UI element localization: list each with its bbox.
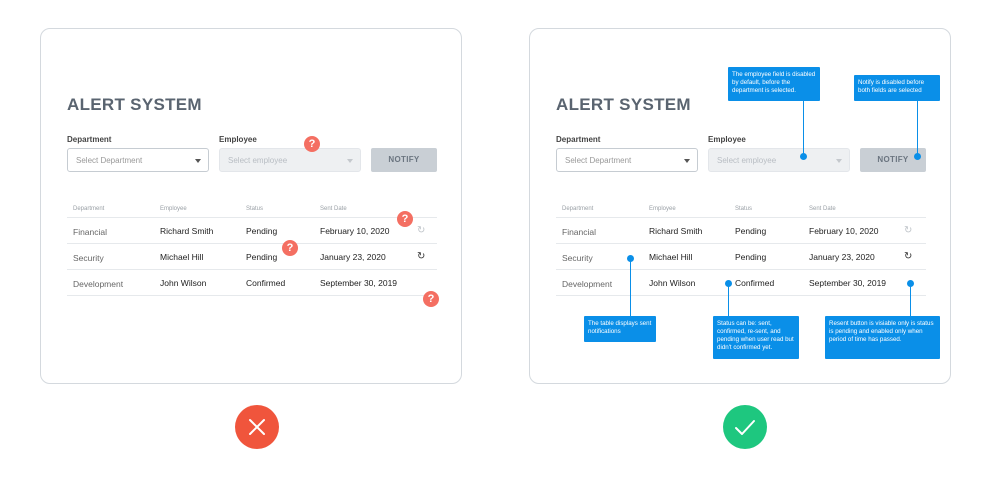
callout-dot bbox=[914, 153, 921, 160]
col-header-department: Department bbox=[562, 206, 594, 212]
col-header-status: Status bbox=[735, 206, 753, 212]
col-header-department: Department bbox=[73, 206, 105, 212]
row-1-status: Pending bbox=[735, 226, 767, 236]
row-3-sent-date: September 30, 2019 bbox=[320, 278, 398, 288]
row-2-status: Pending bbox=[246, 252, 278, 262]
row-2-status: Pending bbox=[735, 252, 767, 262]
department-placeholder: Select Department bbox=[76, 156, 143, 165]
callout-table-purpose: The table displays sent notifications bbox=[584, 316, 656, 342]
panel-without-annotations: ALERT SYSTEM Department Select Departmen… bbox=[40, 28, 462, 384]
callout-connector bbox=[803, 101, 804, 156]
divider bbox=[556, 243, 926, 244]
row-3-department: Development bbox=[73, 279, 124, 289]
employee-label: Employee bbox=[708, 135, 746, 144]
employee-placeholder: Select employee bbox=[717, 156, 777, 165]
row-3-employee: John Wilson bbox=[160, 278, 207, 288]
callout-resend-rule: Resent button is visiable only is status… bbox=[825, 316, 940, 359]
employee-label: Employee bbox=[219, 135, 257, 144]
department-placeholder: Select Department bbox=[565, 156, 632, 165]
row-3-sent-date: September 30, 2019 bbox=[809, 278, 887, 288]
department-label: Department bbox=[67, 135, 112, 144]
col-header-employee: Employee bbox=[160, 206, 187, 212]
department-select[interactable]: Select Department bbox=[556, 148, 698, 172]
question-mark-icon: ? bbox=[397, 211, 413, 227]
chevron-down-icon bbox=[836, 159, 842, 163]
callout-dot bbox=[800, 153, 807, 160]
employee-select[interactable]: Select employee bbox=[708, 148, 850, 172]
row-3-status: Confirmed bbox=[735, 278, 775, 288]
row-2-employee: Michael Hill bbox=[649, 252, 693, 262]
row-1-employee: Richard Smith bbox=[160, 226, 214, 236]
notify-button[interactable]: NOTIFY bbox=[860, 148, 926, 172]
divider bbox=[67, 269, 437, 270]
employee-select[interactable]: Select employee bbox=[219, 148, 361, 172]
refresh-icon[interactable]: ↻ bbox=[417, 225, 426, 236]
callout-connector bbox=[728, 284, 729, 316]
department-label: Department bbox=[556, 135, 601, 144]
callout-dot bbox=[627, 255, 634, 262]
panel-with-annotations: ALERT SYSTEM Department Select Departmen… bbox=[529, 28, 951, 384]
employee-placeholder: Select employee bbox=[228, 156, 288, 165]
row-2-department: Security bbox=[73, 253, 104, 263]
row-2-sent-date: January 23, 2020 bbox=[320, 252, 386, 262]
callout-connector bbox=[630, 259, 631, 316]
chevron-down-icon bbox=[347, 159, 353, 163]
page-title: ALERT SYSTEM bbox=[67, 95, 202, 114]
row-3-department: Development bbox=[562, 279, 613, 289]
notify-button[interactable]: NOTIFY bbox=[371, 148, 437, 172]
question-mark-icon: ? bbox=[282, 240, 298, 256]
divider bbox=[67, 295, 437, 296]
question-mark-icon: ? bbox=[304, 136, 320, 152]
row-1-sent-date: February 10, 2020 bbox=[809, 226, 879, 236]
department-select[interactable]: Select Department bbox=[67, 148, 209, 172]
divider bbox=[67, 243, 437, 244]
callout-connector bbox=[910, 284, 911, 316]
divider bbox=[556, 217, 926, 218]
row-1-department: Financial bbox=[73, 227, 108, 237]
row-1-status: Pending bbox=[246, 226, 278, 236]
divider bbox=[556, 269, 926, 270]
refresh-icon[interactable]: ↻ bbox=[417, 251, 426, 262]
divider bbox=[556, 295, 926, 296]
callout-status-values: Status can be: sent, confirmed, re-sent,… bbox=[713, 316, 799, 359]
col-header-status: Status bbox=[246, 206, 264, 212]
divider bbox=[67, 217, 437, 218]
row-1-sent-date: February 10, 2020 bbox=[320, 226, 390, 236]
callout-dot bbox=[907, 280, 914, 287]
col-header-employee: Employee bbox=[649, 206, 676, 212]
row-2-sent-date: January 23, 2020 bbox=[809, 252, 875, 262]
row-3-employee: John Wilson bbox=[649, 278, 696, 288]
callout-dot bbox=[725, 280, 732, 287]
callout-connector bbox=[917, 101, 918, 156]
row-3-status: Confirmed bbox=[246, 278, 286, 288]
row-2-employee: Michael Hill bbox=[160, 252, 204, 262]
col-header-sent-date: Sent Date bbox=[809, 206, 836, 212]
row-1-employee: Richard Smith bbox=[649, 226, 703, 236]
col-header-sent-date: Sent Date bbox=[320, 206, 347, 212]
refresh-icon[interactable]: ↻ bbox=[904, 251, 913, 262]
callout-employee-disabled: The employee field is disabled by defaul… bbox=[728, 67, 820, 101]
page-title: ALERT SYSTEM bbox=[556, 95, 691, 114]
question-mark-icon: ? bbox=[423, 291, 439, 307]
callout-notify-disabled: Notify is disabled before both fields ar… bbox=[854, 75, 940, 101]
x-icon bbox=[235, 405, 279, 449]
chevron-down-icon bbox=[195, 159, 201, 163]
chevron-down-icon bbox=[684, 159, 690, 163]
check-icon bbox=[723, 405, 767, 449]
row-1-department: Financial bbox=[562, 227, 597, 237]
row-2-department: Security bbox=[562, 253, 593, 263]
refresh-icon[interactable]: ↻ bbox=[904, 225, 913, 236]
